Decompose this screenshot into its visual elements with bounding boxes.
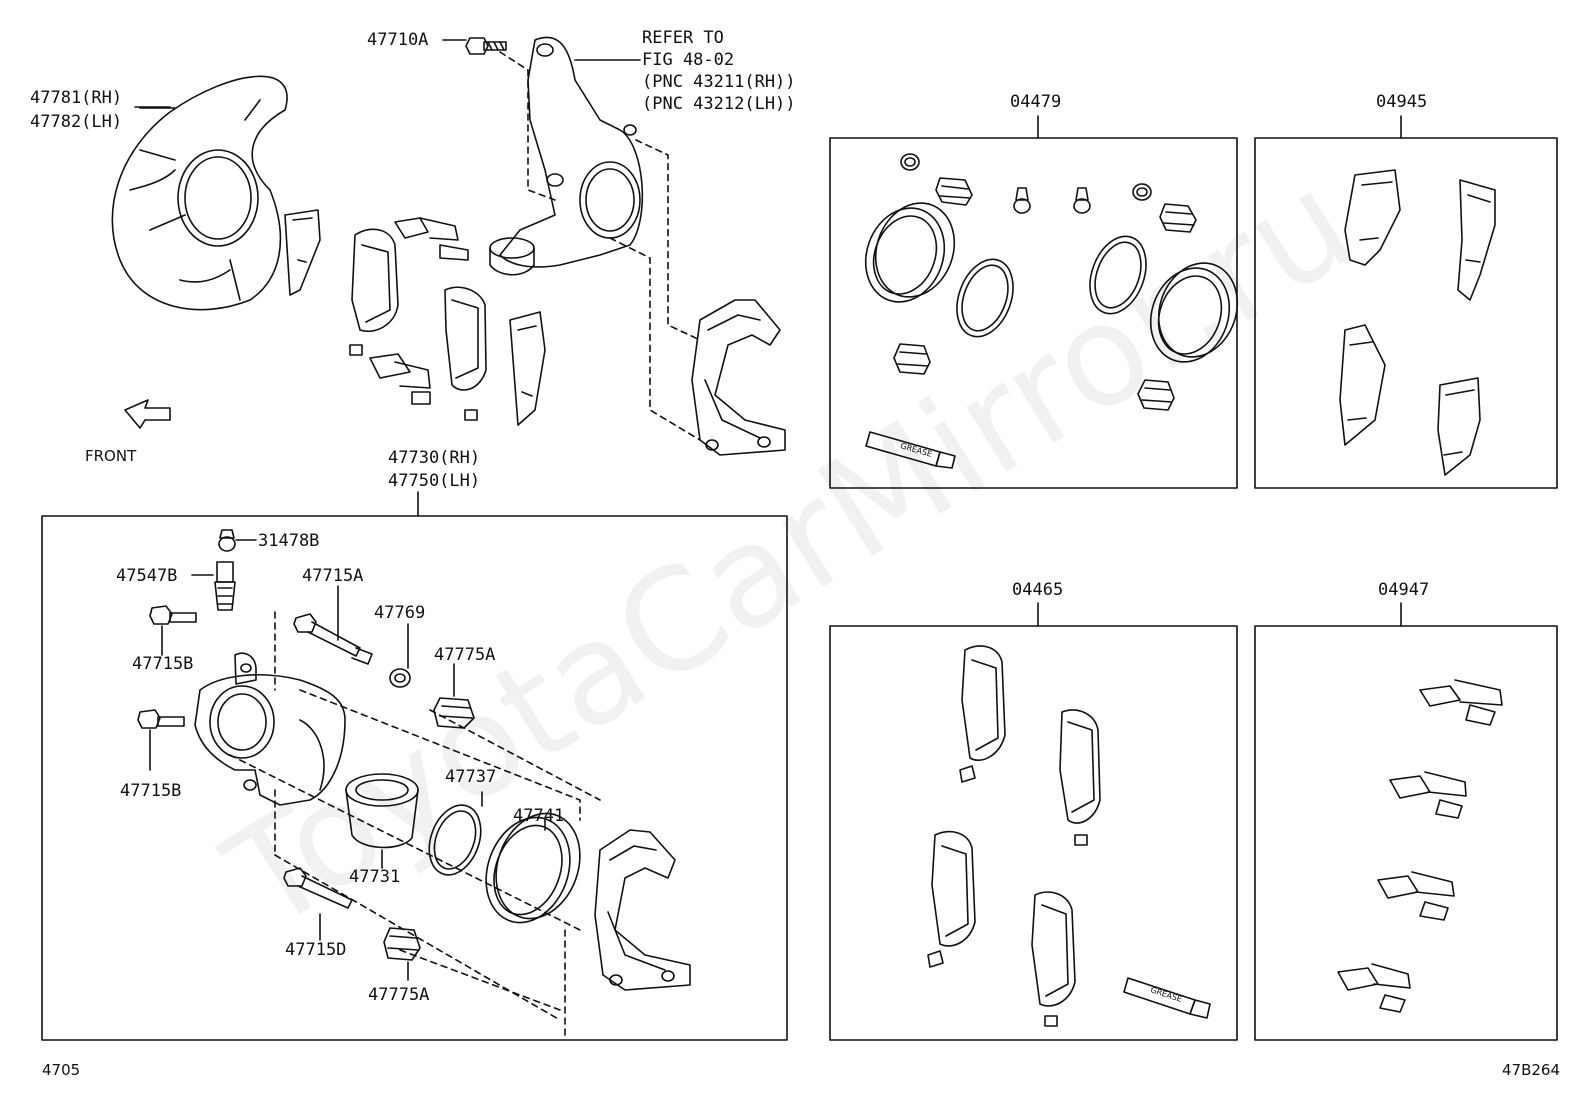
- label-47769: 47769: [374, 603, 426, 623]
- kit-04947-parts: [1337, 679, 1503, 1013]
- seal-47737: [428, 804, 482, 876]
- boot-47775A-lower: [383, 927, 421, 961]
- upper-lower-clips: [349, 344, 478, 421]
- upper-pad-right: [444, 286, 487, 391]
- steering-knuckle: [489, 36, 644, 276]
- bolt-47710A: [465, 37, 507, 55]
- bushing-47769: [389, 668, 411, 688]
- upper-clips: [394, 217, 469, 261]
- slide-pin-47715A: [293, 613, 373, 665]
- grease-tube-label-04465: GREASE: [1149, 985, 1183, 1004]
- label-47775A-upper: 47775A: [434, 645, 496, 665]
- label-kit-04479: 04479: [1010, 92, 1062, 112]
- label-47715B-upper: 47715B: [132, 654, 194, 674]
- dust-shield: [111, 75, 288, 311]
- caliper-body: [194, 652, 346, 806]
- boot-47775A-upper: [433, 697, 475, 729]
- upper-shim-right: [509, 311, 546, 426]
- bolt-47715B-lower: [137, 709, 185, 729]
- kit-04947-box: [1254, 625, 1558, 1041]
- piston-47731: [345, 773, 419, 849]
- kit-04945-box: [1254, 137, 1558, 489]
- label-front: FRONT: [85, 447, 137, 465]
- label-47750: 47750(LH): [388, 471, 481, 491]
- label-refer-fig: FIG 48-02: [642, 50, 735, 70]
- slide-pin-47715D: [283, 867, 353, 909]
- label-47710A: 47710A: [367, 30, 429, 50]
- bolt-47715B-upper: [149, 605, 197, 625]
- lower-mounting-bracket: [594, 829, 691, 991]
- kit-04479-parts: [864, 153, 1239, 469]
- kit-04945-parts: [1339, 169, 1496, 476]
- footer-right-code: 47B264: [1502, 1061, 1561, 1079]
- upper-shim-left: [284, 209, 321, 296]
- caliper-assembly-box: [41, 515, 788, 1041]
- label-kit-04945: 04945: [1376, 92, 1428, 112]
- label-47730: 47730(RH): [388, 448, 481, 468]
- label-47715A: 47715A: [302, 566, 364, 586]
- label-47731: 47731: [349, 867, 401, 887]
- label-47715D: 47715D: [285, 940, 347, 960]
- label-31478B: 31478B: [258, 531, 320, 551]
- label-47782: 47782(LH): [30, 112, 123, 132]
- label-47547B: 47547B: [116, 566, 178, 586]
- kit-04465-box: [829, 625, 1238, 1041]
- kit-04479-box: [829, 137, 1238, 489]
- label-kit-04947: 04947: [1378, 580, 1430, 600]
- label-refer-to: REFER TO: [642, 28, 724, 48]
- label-kit-04465: 04465: [1012, 580, 1064, 600]
- front-arrow-icon: [124, 399, 171, 429]
- label-refer-pnc-lh: (PNC 43212(LH)): [642, 94, 796, 114]
- label-47737: 47737: [445, 767, 497, 787]
- label-47781: 47781(RH): [30, 88, 123, 108]
- label-47715B-lower: 47715B: [120, 781, 182, 801]
- kit-04465-parts: [927, 645, 1211, 1027]
- label-47775A-lower: 47775A: [368, 985, 430, 1005]
- boot-47741: [485, 812, 581, 924]
- footer-left-code: 4705: [42, 1061, 81, 1079]
- bleeder-plug-47547B: [214, 561, 236, 611]
- label-47741: 47741: [513, 806, 565, 826]
- upper-mounting-bracket: [691, 299, 786, 456]
- upper-pad-left: [351, 228, 399, 332]
- bleeder-cap-31478B: [218, 529, 236, 552]
- label-refer-pnc-rh: (PNC 43211(RH)): [642, 72, 796, 92]
